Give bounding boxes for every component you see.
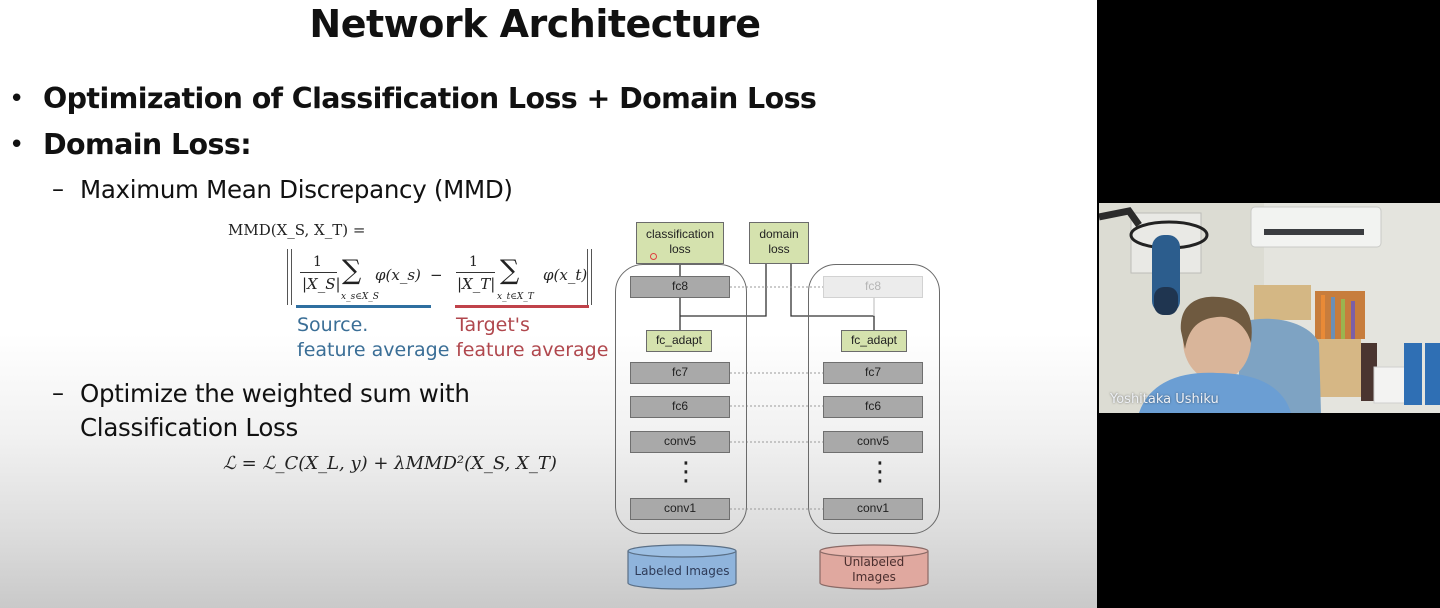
left-conv1-layer: conv1 — [630, 498, 730, 520]
fraction-line — [300, 272, 337, 273]
fraction-numerator: 1 — [313, 254, 322, 270]
source-underline — [296, 305, 431, 308]
summation-symbol: ∑ — [500, 255, 520, 286]
unlabeled-images-label: Unlabeled Images — [818, 555, 930, 585]
webcam-feed — [1099, 203, 1440, 413]
mouse-pointer-icon — [650, 253, 657, 260]
classification-loss-box: classification loss — [636, 222, 724, 264]
target-underline — [455, 305, 589, 308]
right-conv5-layer: conv5 — [823, 431, 923, 453]
source-feature-average-note: Source. feature average — [297, 313, 449, 363]
right-ellipsis: ⋮ — [867, 457, 893, 487]
bullet-marker: • — [9, 130, 25, 160]
left-conv5-layer: conv5 — [630, 431, 730, 453]
fraction-denominator-t: |X_T| — [457, 275, 496, 293]
participant-video-tile[interactable]: Yoshitaka Ushiku — [1099, 203, 1440, 413]
sub-bullet-marker: – — [52, 379, 64, 407]
right-fc8-layer: fc8 — [823, 276, 923, 298]
phi-xt: φ(x_t) — [543, 266, 588, 284]
labeled-images-database-icon — [627, 544, 737, 590]
minus-sign: − — [430, 266, 443, 284]
right-fc6-layer: fc6 — [823, 396, 923, 418]
loss-formula: ℒ = ℒ_C(X_L, y) + λMMD²(X_S, X_T) — [223, 453, 557, 474]
phi-xs: φ(x_s) — [375, 266, 421, 284]
box-label: domain — [759, 227, 799, 241]
right-fc-adapt-layer: fc_adapt — [841, 330, 907, 352]
sub-bullet-mmd: Maximum Mean Discrepancy (MMD) — [80, 175, 513, 204]
left-fc8-layer: fc8 — [630, 276, 730, 298]
diagram-connectors — [679, 263, 875, 510]
bullet-optimization: Optimization of Classification Loss + Do… — [43, 82, 817, 115]
left-fc7-layer: fc7 — [630, 362, 730, 384]
connector-domainloss-right — [790, 263, 875, 330]
summation-subscript-t: x_t∈X_T — [497, 292, 534, 302]
presentation-slide: Network Architecture • Optimization of C… — [0, 0, 1097, 608]
note-line: Target's — [456, 314, 530, 336]
left-fc-adapt-layer: fc_adapt — [646, 330, 712, 352]
note-line: feature average — [297, 339, 450, 361]
summation-symbol: ∑ — [342, 255, 362, 286]
right-conv1-layer: conv1 — [823, 498, 923, 520]
connector-domainloss-left — [680, 263, 767, 317]
fraction-line — [456, 272, 495, 273]
source-stream-container — [615, 264, 747, 534]
sub-bullet-optimize-line2: Classification Loss — [80, 413, 298, 442]
target-stream-container — [808, 264, 940, 534]
unlabeled-images-database-icon — [819, 544, 929, 590]
summation-subscript-s: x_s∈X_S — [341, 292, 379, 302]
left-fc6-layer: fc6 — [630, 396, 730, 418]
sub-bullet-marker: – — [52, 175, 64, 203]
box-label: loss — [669, 242, 691, 256]
fraction-numerator: 1 — [469, 254, 478, 270]
sub-bullet-optimize-line1: Optimize the weighted sum with — [80, 379, 470, 408]
right-fc7-layer: fc7 — [823, 362, 923, 384]
label-line: Unlabeled — [843, 555, 905, 569]
mmd-formula-lhs: MMD(X_S, X_T) = — [228, 221, 366, 239]
slide-title: Network Architecture — [309, 2, 761, 46]
fraction-denominator-s: |X_S| — [302, 275, 341, 293]
note-line: feature average — [456, 339, 609, 361]
box-label: classification — [645, 227, 715, 241]
label-line: Images — [852, 570, 896, 584]
domain-loss-box: domain loss — [749, 222, 809, 264]
norm-bar-left — [287, 249, 292, 305]
box-label: loss — [768, 242, 790, 256]
note-line: Source. — [297, 314, 369, 336]
bullet-marker: • — [9, 84, 25, 114]
left-ellipsis: ⋮ — [673, 457, 699, 487]
labeled-images-label: Labeled Images — [634, 564, 730, 578]
video-sidebar: Yoshitaka Ushiku — [1097, 0, 1440, 608]
target-feature-average-note: Target's feature average — [456, 313, 608, 363]
participant-name-label: Yoshitaka Ushiku — [1110, 392, 1219, 407]
bullet-domain-loss: Domain Loss: — [43, 128, 252, 161]
norm-bar-right — [587, 249, 592, 305]
